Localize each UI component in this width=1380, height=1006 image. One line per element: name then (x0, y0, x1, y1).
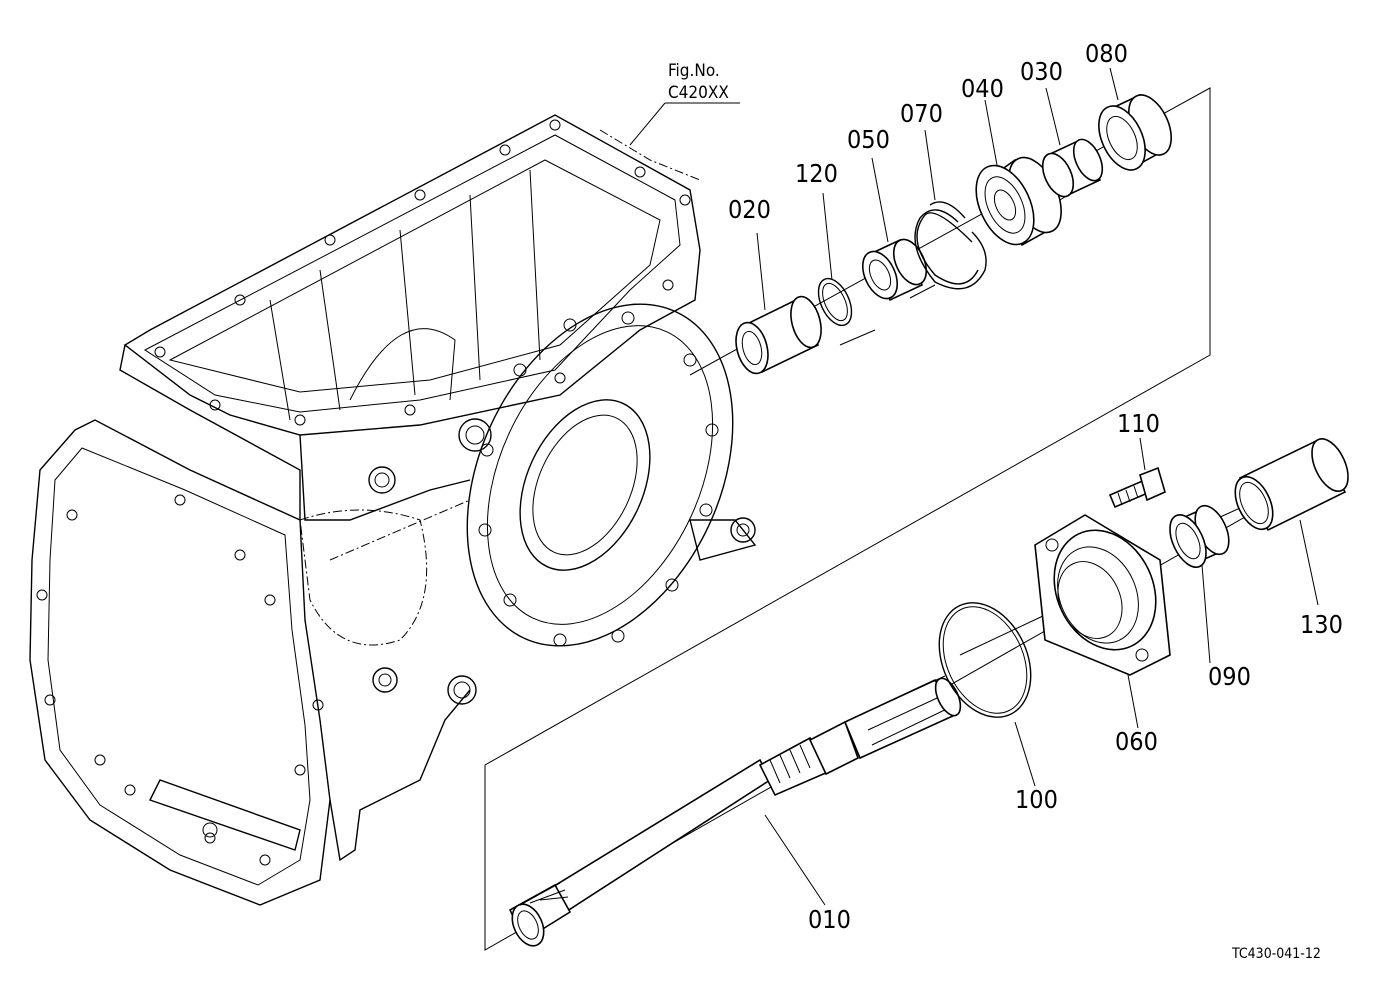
callout-050: 050 (847, 125, 890, 154)
callout-060: 060 (1115, 727, 1158, 756)
part-050-sleeve-nut (861, 238, 928, 302)
callout-010: 010 (808, 905, 851, 934)
part-080-oil-seal (1098, 93, 1172, 171)
part-010-pto-shaft (508, 675, 962, 947)
callout-100: 100 (1015, 785, 1058, 814)
transmission-housing (29, 114, 757, 906)
callout-110: 110 (1117, 409, 1160, 438)
callout-080: 080 (1085, 39, 1128, 68)
callout-020: 020 (728, 195, 771, 224)
callout-130: 130 (1300, 610, 1343, 639)
callout-070: 070 (900, 99, 943, 128)
part-110-bolt (1108, 466, 1166, 509)
drawing-code: TC430-041-12 (1231, 946, 1321, 962)
callout-040: 040 (961, 74, 1004, 103)
callout-030: 030 (1020, 57, 1063, 86)
part-090-seal (1169, 504, 1230, 568)
figure-ref-line2: C420XX (668, 83, 729, 103)
part-030-collar (1041, 138, 1104, 198)
part-100-o-ring (938, 602, 1032, 718)
callout-120: 120 (795, 159, 838, 188)
callout-leader-lines (629, 67, 1319, 906)
part-130-shaft-cover (1234, 438, 1349, 532)
part-020-bushing (735, 295, 822, 375)
callout-090: 090 (1208, 662, 1251, 691)
part-070-snap-ring (914, 201, 987, 290)
part-120-circlip (817, 277, 853, 327)
figure-ref-line1: Fig.No. (668, 61, 720, 81)
part-060-bearing-housing (1034, 514, 1171, 676)
